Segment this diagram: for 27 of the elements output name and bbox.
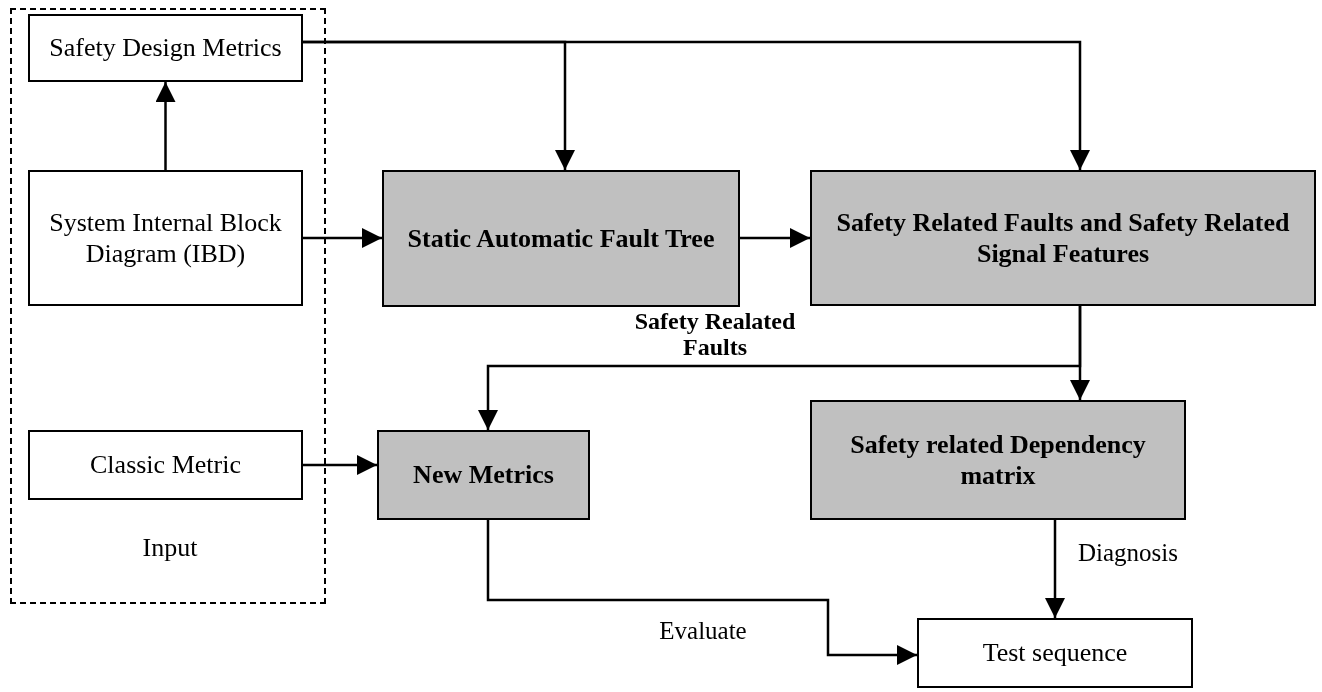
arrow <box>303 455 377 475</box>
box-label: Safety Related Faults and Safety Related Signal Features <box>835 206 1291 270</box>
box-label: Test sequence <box>981 637 1129 669</box>
box-label: Classic Metric <box>89 449 242 481</box>
box-label: New Metrics <box>412 459 555 491</box>
input-box <box>28 170 303 306</box>
arrow <box>1070 306 1090 400</box>
box-label: Static Automatic Fault Tree <box>406 222 716 255</box>
box-label: Safety related Dependency matrix <box>849 428 1147 492</box>
box-label: Safety Design Metrics <box>48 32 283 64</box>
arrow <box>303 228 382 248</box>
arrow <box>155 82 176 170</box>
dashed-group-box <box>10 8 326 604</box>
process-box <box>377 430 590 520</box>
arrow <box>303 40 1090 170</box>
arrow <box>486 520 917 665</box>
box-label: System Internal Block Diagram (IBD) <box>48 206 283 270</box>
arrow <box>1045 520 1065 618</box>
group-label: Input <box>141 532 199 564</box>
process-box <box>810 400 1186 520</box>
arrow <box>740 228 810 248</box>
input-box <box>917 618 1193 688</box>
input-box <box>28 14 303 82</box>
process-box <box>382 170 740 307</box>
input-box <box>28 430 303 500</box>
edge-label: Safety Realated Faults <box>633 308 797 361</box>
process-box <box>810 170 1316 306</box>
